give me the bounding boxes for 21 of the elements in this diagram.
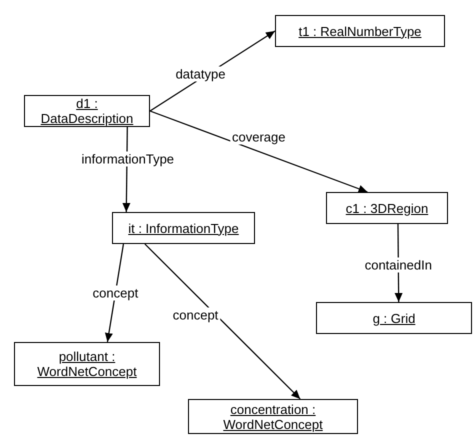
object-box xyxy=(188,399,358,434)
arrow xyxy=(150,110,368,193)
object-name: t1 : RealNumberType xyxy=(298,24,422,38)
edge-label: concept xyxy=(170,307,220,322)
edge-label: concept xyxy=(90,286,140,300)
edge-label: containedIn xyxy=(362,258,434,272)
object-box xyxy=(326,192,448,224)
object-box xyxy=(14,342,160,386)
object-box xyxy=(24,95,150,127)
object-name: concentration : WordNetConcept xyxy=(222,402,324,432)
object-name: it : InformationType xyxy=(128,220,239,236)
object-name: c1 : 3DRegion xyxy=(346,200,428,216)
arrow xyxy=(144,244,301,400)
object-name: d1 : DataDescription xyxy=(40,96,134,126)
edge-label: informationType xyxy=(80,151,176,166)
object-name: g : Grid xyxy=(372,310,416,326)
object-box xyxy=(112,212,255,244)
object-name: pollutant : WordNetConcept xyxy=(36,349,138,379)
object-box xyxy=(316,302,472,334)
edge-label: datatype xyxy=(174,66,228,82)
object-box xyxy=(275,15,445,47)
